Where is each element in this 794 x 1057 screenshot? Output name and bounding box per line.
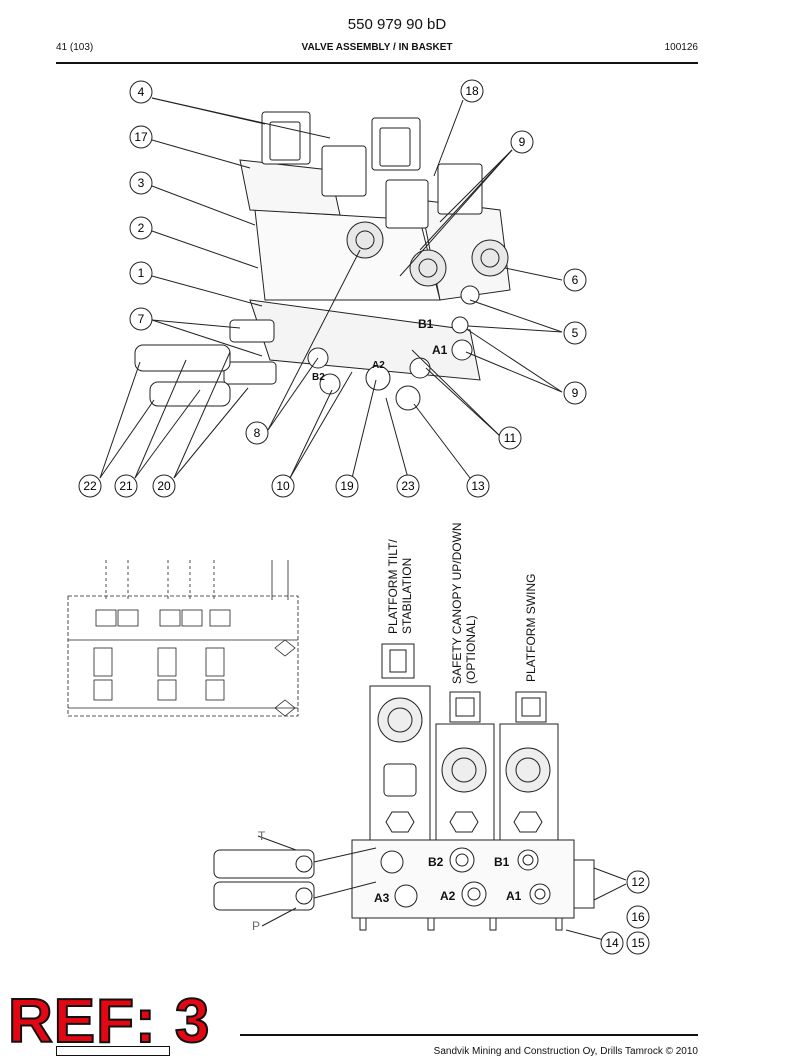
port-labels-upper: B1 A1 A2 B2 bbox=[312, 317, 448, 383]
valve-assembly-isometric bbox=[134, 111, 511, 411]
callout: 7 bbox=[129, 307, 153, 331]
svg-text:22: 22 bbox=[83, 479, 97, 493]
callout: 15 bbox=[626, 931, 650, 955]
footer-rule bbox=[240, 1034, 698, 1036]
port-t: T bbox=[258, 829, 266, 843]
callout: 11 bbox=[498, 426, 522, 450]
svg-text:19: 19 bbox=[340, 479, 354, 493]
company-logo bbox=[56, 1046, 170, 1056]
svg-text:2: 2 bbox=[138, 221, 145, 235]
callout: 22 bbox=[78, 474, 102, 498]
svg-text:7: 7 bbox=[138, 312, 145, 326]
leader-lines-upper bbox=[99, 97, 563, 479]
port-b1-lower: B1 bbox=[494, 855, 510, 869]
callout: 9 bbox=[563, 381, 587, 405]
svg-text:21: 21 bbox=[119, 479, 133, 493]
page-title: VALVE ASSEMBLY / IN BASKET bbox=[301, 42, 453, 53]
callout: 3 bbox=[129, 171, 153, 195]
svg-text:17: 17 bbox=[134, 130, 148, 144]
port-a2: A2 bbox=[372, 360, 385, 371]
callout: 8 bbox=[245, 421, 269, 445]
svg-text:23: 23 bbox=[401, 479, 415, 493]
svg-text:12: 12 bbox=[631, 875, 645, 889]
footer-copyright: Sandvik Mining and Construction Oy, Dril… bbox=[433, 1046, 698, 1057]
port-a2-lower: A2 bbox=[440, 889, 456, 903]
svg-text:4: 4 bbox=[138, 85, 145, 99]
callout: 10 bbox=[271, 474, 295, 498]
port-b2: B2 bbox=[312, 372, 325, 383]
svg-text:16: 16 bbox=[631, 910, 645, 924]
svg-text:15: 15 bbox=[631, 936, 645, 950]
callout: 2 bbox=[129, 216, 153, 240]
svg-text:20: 20 bbox=[157, 479, 171, 493]
callout: 4 bbox=[129, 80, 153, 104]
callout: 14 bbox=[600, 931, 624, 955]
svg-text:3: 3 bbox=[138, 176, 145, 190]
port-a1: A1 bbox=[432, 343, 448, 357]
callout: 1 bbox=[129, 261, 153, 285]
svg-text:8: 8 bbox=[254, 426, 261, 440]
svg-text:5: 5 bbox=[572, 326, 579, 340]
port-p: P bbox=[252, 919, 260, 933]
hydraulic-schematic bbox=[67, 560, 299, 717]
label-platform-tilt: PLATFORM TILT/ STABILATION bbox=[386, 539, 414, 634]
callout: 23 bbox=[396, 474, 420, 498]
callout: 16 bbox=[626, 905, 650, 929]
callout: 6 bbox=[563, 268, 587, 292]
label-platform-swing: PLATFORM SWING bbox=[524, 573, 538, 682]
svg-text:9: 9 bbox=[519, 135, 526, 149]
svg-text:6: 6 bbox=[572, 273, 579, 287]
callout: 12 bbox=[626, 870, 650, 894]
port-b2-lower: B2 bbox=[428, 855, 444, 869]
port-a3-lower: A3 bbox=[374, 891, 390, 905]
callouts-lower: 12 16 14 15 bbox=[600, 870, 650, 955]
valve-block-front-view bbox=[213, 643, 627, 941]
document-number: 100126 bbox=[664, 42, 698, 53]
header-rule bbox=[56, 62, 698, 64]
callouts-upper: 4 17 3 2 1 7 18 9 6 5 9 11 8 22 21 20 10… bbox=[78, 79, 587, 498]
port-b1: B1 bbox=[418, 317, 434, 331]
svg-text:11: 11 bbox=[504, 431, 517, 445]
callout: 20 bbox=[152, 474, 176, 498]
svg-text:14: 14 bbox=[605, 936, 619, 950]
svg-text:9: 9 bbox=[572, 386, 579, 400]
svg-text:1: 1 bbox=[138, 266, 145, 280]
document-code: 550 979 90 bD bbox=[347, 16, 447, 33]
callout: 13 bbox=[466, 474, 490, 498]
page-number: 41 (103) bbox=[56, 42, 94, 53]
callout: 21 bbox=[114, 474, 138, 498]
ref-stamp: REF: 3 bbox=[7, 986, 211, 1057]
callout: 5 bbox=[563, 321, 587, 345]
callout: 19 bbox=[335, 474, 359, 498]
callout: 9 bbox=[510, 130, 534, 154]
label-safety-canopy: SAFETY CANOPY UP/DOWN (OPTIONAL) bbox=[450, 522, 478, 684]
port-labels-lower: B2 B1 A2 A1 A3 T P bbox=[252, 829, 522, 933]
callout: 18 bbox=[460, 79, 484, 103]
port-a1-lower: A1 bbox=[506, 889, 522, 903]
svg-text:13: 13 bbox=[471, 479, 485, 493]
svg-text:10: 10 bbox=[276, 479, 290, 493]
callout: 17 bbox=[129, 125, 153, 149]
svg-text:18: 18 bbox=[465, 84, 479, 98]
